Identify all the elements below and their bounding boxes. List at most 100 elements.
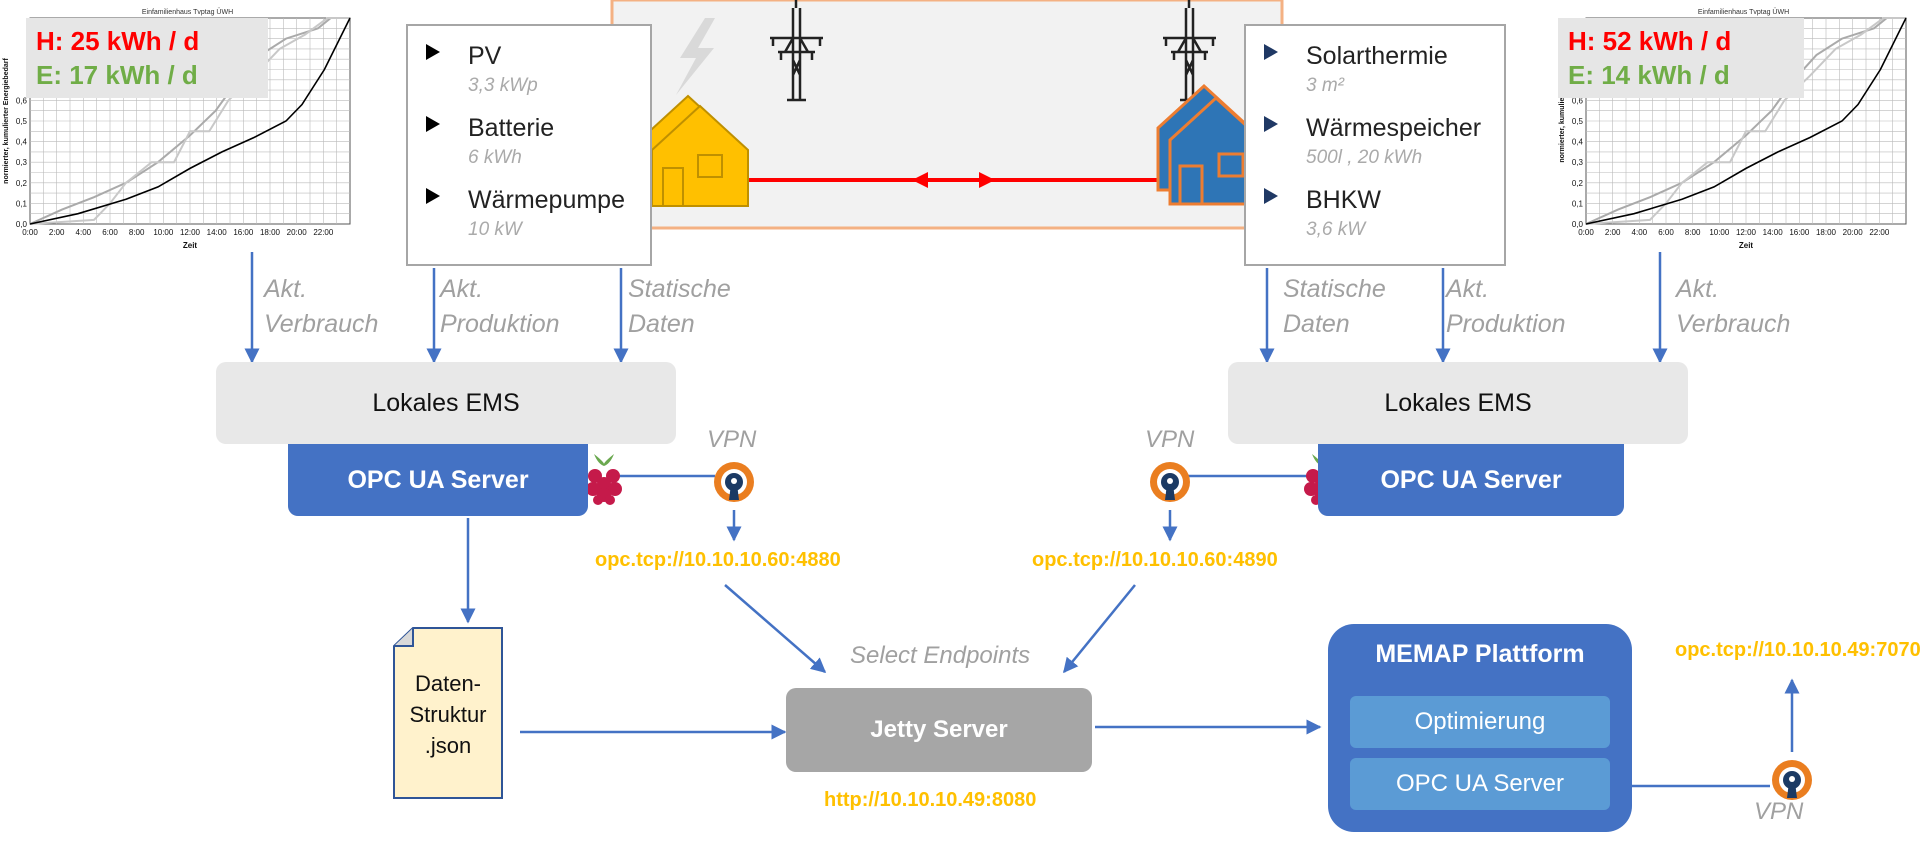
json-label-line: Struktur (409, 702, 487, 727)
y-tick-label: 0,0 (16, 220, 28, 229)
x-tick-label: 8:00 (1685, 228, 1701, 237)
y-tick-label: 0,2 (16, 179, 28, 188)
memap-opc-ua-server[interactable]: OPC UA Server (1350, 758, 1610, 810)
vpn-label-memap: VPN (1754, 798, 1804, 825)
x-tick-label: 18:00 (260, 228, 281, 237)
jetty-server[interactable]: Jetty Server (786, 688, 1092, 772)
house-yellow-icon (639, 94, 749, 207)
y-tick-label: 0,3 (16, 158, 28, 167)
label-akt-produktion-left: Akt. Produktion (440, 275, 560, 338)
series-line (29, 17, 350, 225)
x-tick-label: 10:00 (153, 228, 174, 237)
heat-demand: H: 25 kWh / d (36, 26, 200, 56)
series-line (29, 17, 351, 225)
label-statische-daten-right: Statische Daten (1283, 275, 1386, 338)
y-tick-label: 0,5 (1572, 117, 1584, 126)
series-line (1585, 17, 1906, 225)
device-name: Wärmepumpe (468, 186, 625, 214)
x-tick-label: 0:00 (22, 228, 38, 237)
local-ems-right[interactable]: Lokales EMS (1228, 362, 1688, 444)
vpn-label-right: VPN (1145, 426, 1195, 453)
device-value: 6 kWh (468, 147, 522, 168)
openvpn-icon (1150, 462, 1190, 502)
x-tick-label: 2:00 (49, 228, 65, 237)
x-tick-label: 4:00 (76, 228, 92, 237)
label-statische-daten-left: Statische Daten (628, 275, 731, 338)
label-akt-verbrauch-right: Akt. Verbrauch (1676, 275, 1791, 338)
y-tick-label: 0,2 (1572, 179, 1584, 188)
device-value: 10 kW (468, 219, 522, 240)
x-tick-label: 16:00 (233, 228, 254, 237)
lightning-icon (676, 18, 715, 95)
bullet-triangle-icon (426, 44, 440, 60)
json-document-label: Daten- Struktur .json (394, 668, 502, 761)
bullet-triangle-icon (426, 188, 440, 204)
y-tick-label: 0,1 (1572, 199, 1584, 208)
vpn-label-left: VPN (707, 426, 757, 453)
power-pylon-left-icon (770, 0, 823, 102)
device-name: Wärmespeicher (1306, 114, 1482, 142)
opc-ua-server-right[interactable]: OPC UA Server (1318, 444, 1624, 516)
y-tick-label: 0,6 (16, 96, 28, 105)
house-blue-icon (1156, 83, 1264, 206)
raspberry-pi-icon (586, 454, 622, 505)
x-tick-label: 10:00 (1709, 228, 1730, 237)
json-document-icon (393, 627, 503, 799)
device-name: Batterie (468, 114, 555, 142)
arrows (244, 252, 1800, 788)
y-tick-label: 0,4 (16, 138, 28, 147)
bullet-triangle-icon (1264, 44, 1278, 60)
device-value: 3,3 kWp (468, 75, 538, 96)
device-value: 3 m² (1306, 75, 1344, 96)
endpoint-address-right: opc.tcp://10.10.10.60:4890 (1032, 549, 1278, 571)
y-tick-label: 0,3 (1572, 158, 1584, 167)
x-tick-label: 6:00 (102, 228, 118, 237)
bullet-triangle-icon (1264, 188, 1278, 204)
opc-ua-server-left[interactable]: OPC UA Server (288, 444, 588, 516)
openvpn-icon (1772, 760, 1812, 800)
device-item: Batterie 6 kWh (426, 110, 638, 170)
device-item: Solarthermie 3 m² (1264, 38, 1492, 98)
x-tick-label: 20:00 (287, 228, 308, 237)
json-data-structure[interactable]: Daten- Struktur .json (394, 628, 502, 798)
grid-scene (610, 0, 1284, 230)
x-tick-label: 8:00 (129, 228, 145, 237)
json-label-line: .json (424, 733, 472, 758)
y-axis-label: normierter, kumulierter E (1559, 79, 1566, 163)
x-axis-label: Zeit (183, 241, 198, 250)
memap-title: MEMAP Plattform (1375, 640, 1585, 668)
x-axis-label: Zeit (1739, 241, 1754, 250)
y-tick-label: 0,1 (16, 199, 28, 208)
memap-platform[interactable]: MEMAP Plattform Optimierung OPC UA Serve… (1328, 624, 1632, 832)
memap-optimierung[interactable]: Optimierung (1350, 696, 1610, 748)
chart-title: Einfamilienhaus Tvptag ÜWH (1698, 8, 1789, 16)
series-line (1585, 17, 1906, 225)
series-line (1585, 17, 1907, 225)
local-ems-left[interactable]: Lokales EMS (216, 362, 676, 444)
endpoint-address-jetty: http://10.10.10.49:8080 (824, 789, 1037, 811)
endpoint-address-memap: opc.tcp://10.10.10.49:7070 (1675, 639, 1921, 661)
x-tick-label: 6:00 (1658, 228, 1674, 237)
y-axis-label: normierter, kumulierter Energiebedarf (3, 58, 10, 184)
device-value: 3,6 kW (1306, 219, 1366, 240)
energy-summary-left: H: 25 kWh / d E: 17 kWh / d (26, 18, 268, 98)
chart-title: Einfamilienhaus Tvptag ÜWH (142, 8, 233, 16)
x-tick-label: 22:00 (1869, 228, 1890, 237)
x-tick-label: 4:00 (1632, 228, 1648, 237)
x-tick-label: 0:00 (1578, 228, 1594, 237)
select-endpoints-label: Select Endpoints (850, 642, 1031, 669)
electric-demand: E: 17 kWh / d (36, 60, 198, 90)
x-tick-label: 2:00 (1605, 228, 1621, 237)
x-tick-label: 20:00 (1843, 228, 1864, 237)
label-akt-verbrauch-left: Akt. Verbrauch (264, 275, 379, 338)
x-tick-label: 14:00 (207, 228, 228, 237)
x-tick-label: 12:00 (180, 228, 201, 237)
json-label-line: Daten- (414, 671, 482, 696)
bullet-triangle-icon (426, 116, 440, 132)
y-tick-label: 0,6 (1572, 96, 1584, 105)
x-tick-label: 18:00 (1816, 228, 1837, 237)
device-name: Solarthermie (1306, 42, 1448, 70)
